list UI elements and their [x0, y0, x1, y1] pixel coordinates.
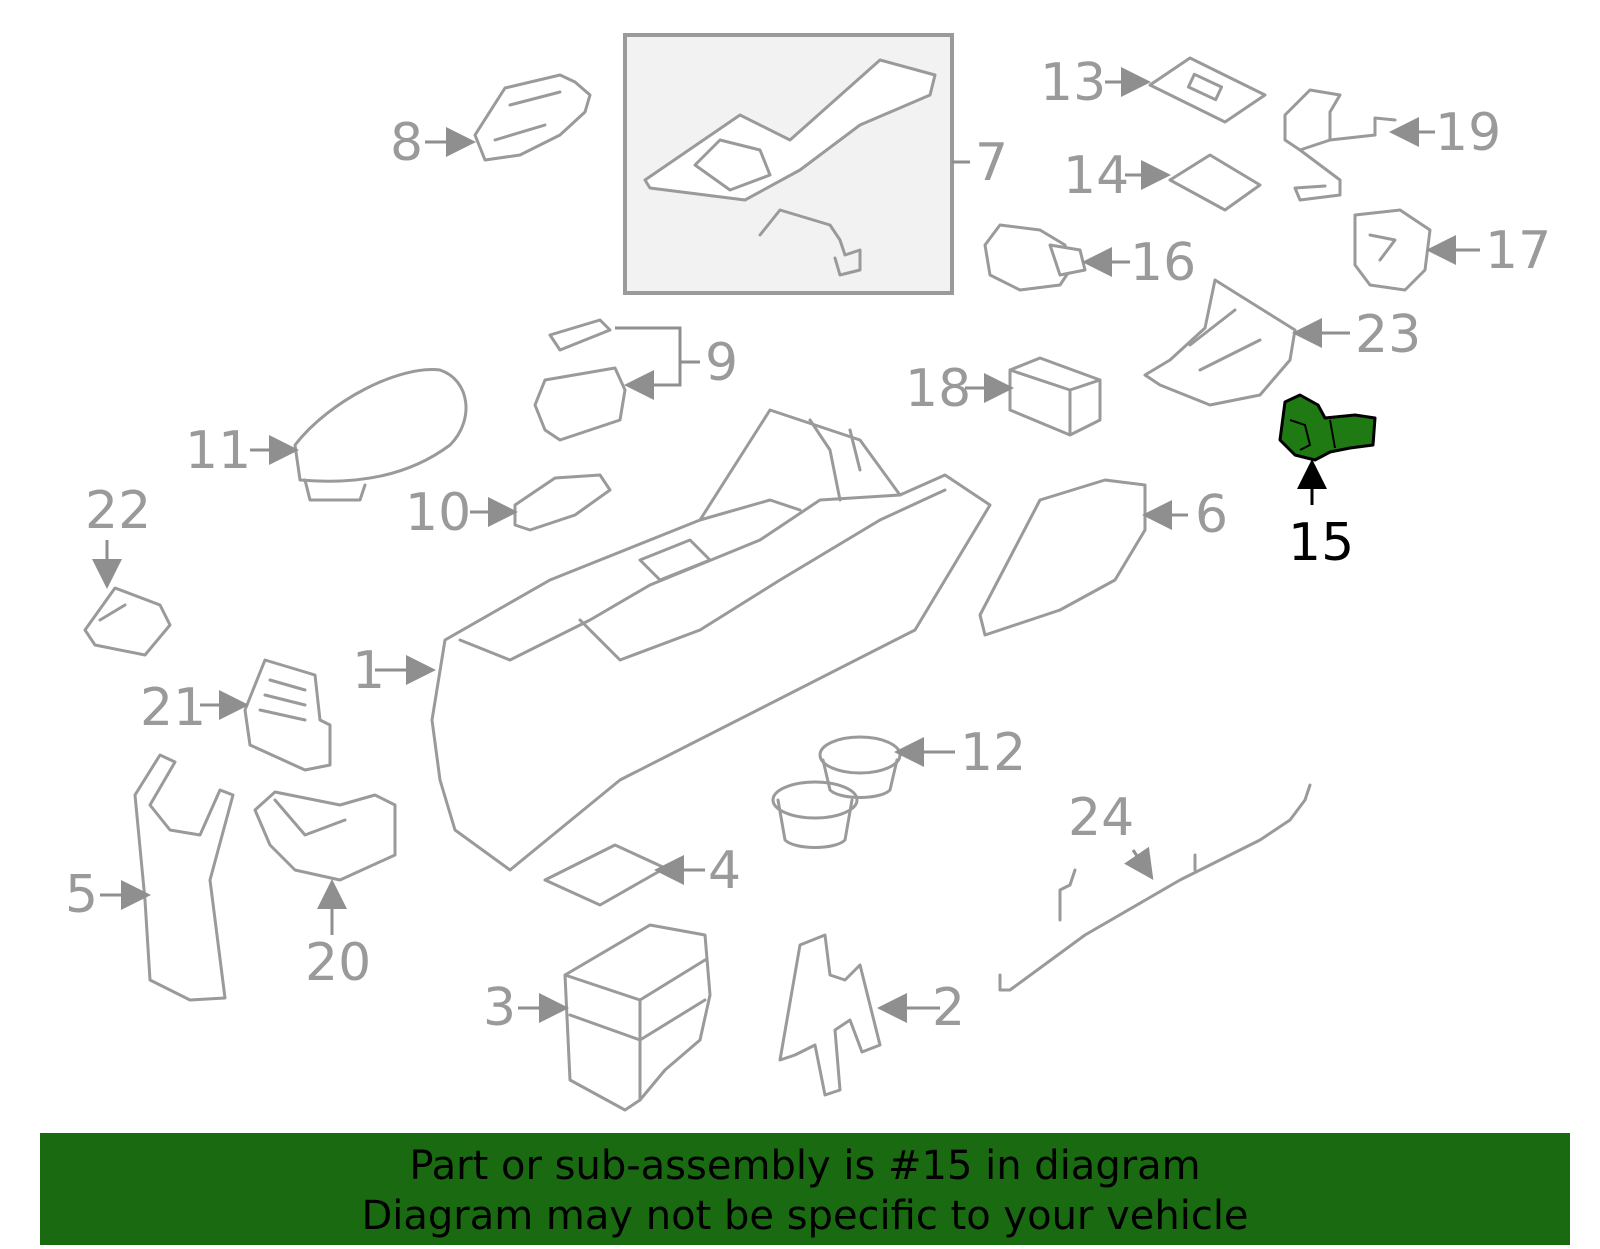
part-17 — [1353, 208, 1480, 292]
callout-23: 23 — [1355, 305, 1421, 365]
callout-4: 4 — [708, 841, 741, 901]
callout-14: 14 — [1063, 146, 1129, 206]
callout-1: 1 — [352, 641, 385, 701]
callout-15[interactable]: 15 — [1288, 513, 1354, 573]
callout-5: 5 — [65, 865, 98, 925]
callout-21: 21 — [140, 678, 206, 738]
part-10 — [470, 473, 612, 532]
callout-6: 6 — [1195, 485, 1228, 545]
part-1 — [375, 408, 992, 872]
part-22 — [83, 540, 172, 657]
callout-19: 19 — [1435, 103, 1501, 163]
part-15[interactable] — [1278, 393, 1377, 505]
banner-line-disclaimer: Diagram may not be specific to your vehi… — [361, 1193, 1249, 1239]
part-16 — [983, 223, 1130, 292]
part-7-inset — [623, 33, 970, 295]
part-12 — [771, 735, 955, 849]
part-24 — [998, 783, 1312, 992]
callout-11: 11 — [185, 421, 251, 481]
callout-10: 10 — [405, 483, 471, 543]
callout-16: 16 — [1130, 233, 1196, 293]
part-8 — [425, 73, 592, 162]
callout-8: 8 — [390, 113, 423, 173]
part-4 — [543, 843, 705, 907]
callout-17: 17 — [1485, 221, 1551, 281]
part-11 — [250, 368, 468, 502]
callout-24: 24 — [1068, 788, 1134, 848]
part-2 — [778, 933, 940, 1097]
part-14 — [1125, 153, 1262, 212]
callout-22: 22 — [85, 481, 151, 541]
part-9 — [533, 318, 700, 442]
callout-7: 7 — [975, 133, 1008, 193]
banner-line-part: Part or sub-assembly is #15 in diagram — [409, 1143, 1201, 1189]
info-banner: Part or sub-assembly is #15 in diagram D… — [40, 1133, 1570, 1245]
part-23 — [1143, 278, 1350, 407]
part-20 — [253, 790, 397, 935]
part-5 — [100, 753, 235, 1002]
part-6 — [978, 478, 1188, 637]
part-3 — [518, 923, 712, 1112]
callout-9: 9 — [705, 333, 738, 393]
callout-3: 3 — [483, 978, 516, 1038]
callout-2: 2 — [932, 978, 965, 1038]
callout-18: 18 — [905, 359, 971, 419]
callout-13: 13 — [1040, 53, 1106, 113]
callout-12: 12 — [960, 723, 1026, 783]
part-18 — [965, 356, 1102, 437]
part-21 — [200, 658, 332, 772]
part-19 — [1283, 88, 1435, 202]
callout-20: 20 — [305, 933, 371, 993]
part-13 — [1105, 56, 1267, 124]
